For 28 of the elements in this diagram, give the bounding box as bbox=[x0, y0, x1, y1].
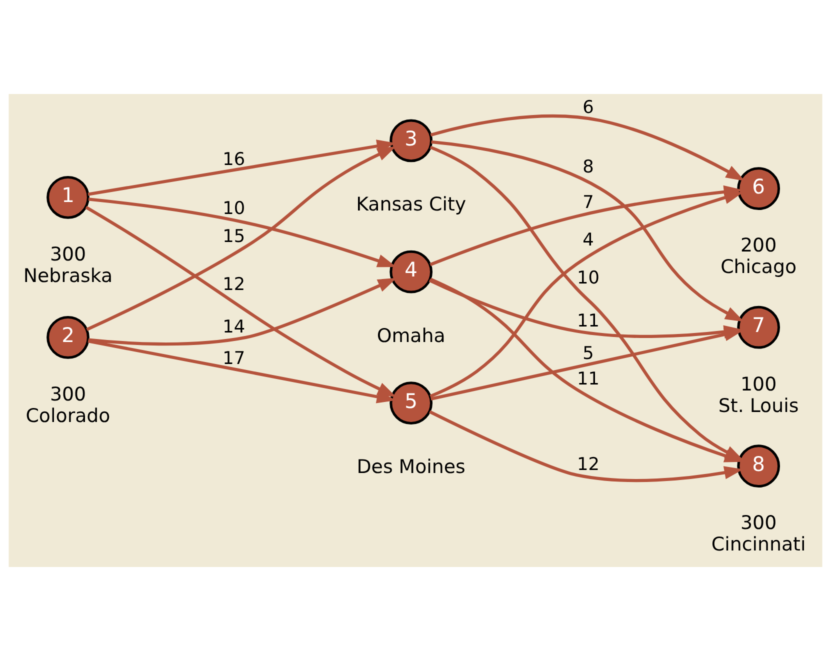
node-label: 100 bbox=[740, 373, 777, 396]
edge-label: 15 bbox=[222, 226, 246, 247]
node-label: 200 bbox=[740, 234, 777, 257]
edge-label: 10 bbox=[222, 199, 246, 220]
node-label: Nebraska bbox=[23, 264, 113, 287]
edge-label: 5 bbox=[582, 344, 594, 364]
node-label: Kansas City bbox=[356, 194, 466, 216]
edge-label: 12 bbox=[577, 455, 600, 476]
edge-label: 11 bbox=[577, 311, 600, 332]
node-label: Omaha bbox=[376, 324, 446, 347]
edge-label: 11 bbox=[577, 369, 600, 390]
edge-label: 10 bbox=[577, 268, 600, 288]
edge-label: 17 bbox=[222, 349, 246, 370]
node-label: 300 bbox=[740, 512, 777, 534]
edge-label: 7 bbox=[582, 192, 594, 213]
edge-label: 6 bbox=[582, 98, 594, 118]
node-label: 300 bbox=[50, 243, 86, 266]
edge-label: 16 bbox=[222, 150, 246, 170]
node-label: Colorado bbox=[26, 404, 110, 427]
node-label: St. Louis bbox=[718, 394, 799, 417]
node-label: 300 bbox=[50, 384, 86, 406]
edge-label: 14 bbox=[222, 318, 246, 338]
edge-label: 12 bbox=[222, 274, 246, 295]
edge-label: 4 bbox=[582, 230, 594, 251]
node-label: Chicago bbox=[720, 256, 797, 278]
node-label: Cincinnati bbox=[711, 534, 806, 556]
edge-label: 8 bbox=[582, 157, 594, 178]
node-label: Des Moines bbox=[356, 456, 466, 478]
